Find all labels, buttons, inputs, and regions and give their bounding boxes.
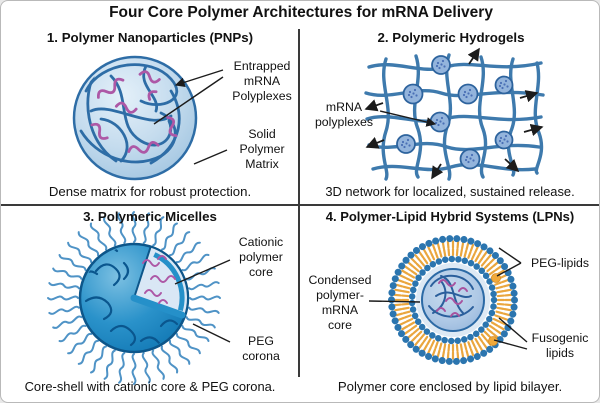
panel-lpn-heading: 4. Polymer-Lipid Hybrid Systems (LPNs)	[325, 209, 575, 224]
hydrogel-illustration	[364, 47, 545, 181]
caption-lpn: Polymer core enclosed by lipid bilayer.	[337, 379, 563, 394]
micelle-illustration	[47, 211, 231, 385]
hydrogel-polyplex-nodes	[396, 55, 514, 170]
panel-hydrogel-heading: 2. Polymeric Hydrogels	[377, 30, 525, 45]
lpn-core-mrna-squiggles	[436, 279, 468, 317]
micelle-peg-corona-hairs	[47, 211, 221, 385]
lpn-core	[421, 268, 485, 332]
label-solid-polymer-matrix: Solid Polymer Matrix	[239, 127, 285, 171]
hydrogel-mesh	[364, 53, 545, 181]
lpn-callout-lines	[368, 247, 528, 350]
micelle-core-mrna-squiggles	[142, 255, 176, 304]
vertical-divider	[298, 29, 300, 377]
pnp-callout-lines	[153, 69, 228, 165]
micelle-body	[78, 242, 190, 354]
pnp-polymer-strands	[79, 63, 181, 165]
horizontal-divider	[1, 204, 599, 206]
lpn-core-polymer-strands	[428, 274, 474, 318]
pnp-sphere	[72, 55, 198, 181]
caption-pnp: Dense matrix for robust protection.	[48, 184, 252, 199]
lpn-lipid-tails	[393, 240, 513, 360]
micelle-cutaway-wedge	[132, 245, 189, 318]
lpn-inner-head-ring	[408, 255, 498, 345]
label-entrapped-mrna-polyplexes: Entrapped mRNA Polyplexes	[232, 59, 292, 103]
label-cationic-polymer-core: Cationic polymer core	[238, 235, 284, 279]
lpn-outer-head-ring	[388, 235, 518, 365]
hydrogel-callout-line	[379, 110, 437, 127]
pnp-mrna-helices	[90, 70, 178, 154]
micelle-callout-lines	[174, 259, 231, 343]
micelle-surface-squiggles	[82, 246, 179, 347]
pnp-illustration	[72, 55, 228, 181]
figure-title: Four Core Polymer Architectures for mRNA…	[109, 4, 493, 21]
lpn-peg-lipid-dot	[491, 273, 501, 283]
label-condensed-polymer-mrna-core: Condensed polymer- mRNA core	[308, 273, 372, 332]
lpn-aqueous-gap	[416, 263, 490, 337]
lpn-illustration	[368, 235, 528, 365]
micelle-shell-cross-section	[153, 252, 185, 312]
caption-hydrogel: 3D network for localized, sustained rele…	[325, 184, 575, 199]
lpn-fusogenic-lipid-dot	[488, 336, 498, 346]
label-peg-lipids: PEG-lipids	[530, 256, 590, 270]
caption-micelle: Core-shell with cationic core & PEG coro…	[24, 379, 276, 394]
label-fusogenic-lipids: Fusogenic lipids	[531, 331, 589, 360]
panel-micelle-heading: 3. Polymeric Micelles	[83, 209, 217, 224]
panel-pnp-heading: 1. Polymer Nanoparticles (PNPs)	[46, 30, 254, 45]
hydrogel-release-arrows	[364, 47, 544, 180]
label-mrna-polyplexes: mRNA polyplexes	[314, 100, 374, 129]
micelle-cut-ledge	[130, 294, 186, 319]
label-peg-corona: PEG corona	[242, 334, 280, 363]
